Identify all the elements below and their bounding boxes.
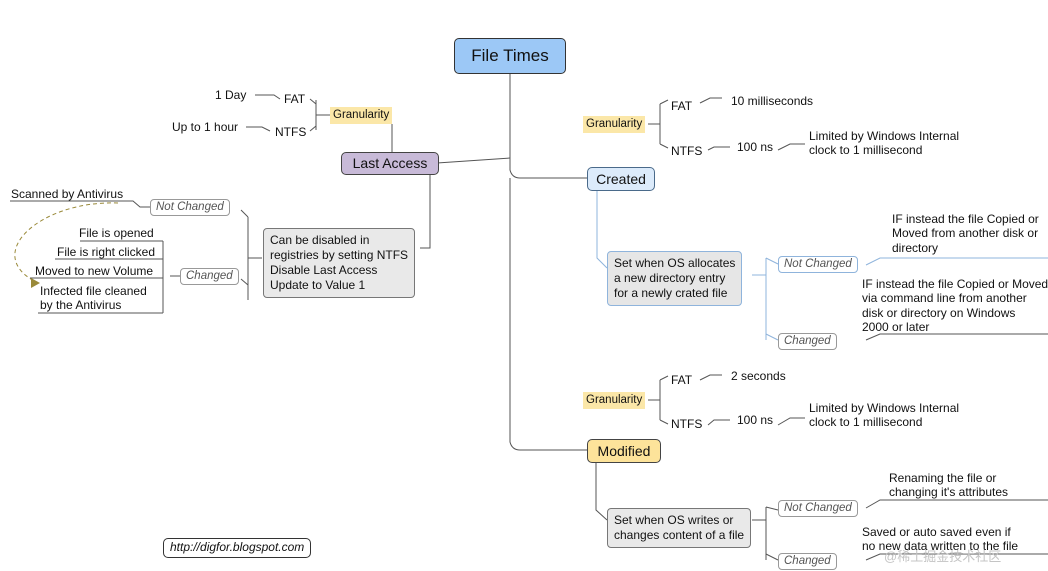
created-not-changed-label: Not Changed	[784, 258, 852, 270]
last-access-not-changed-label: Not Changed	[156, 201, 224, 213]
created-node[interactable]: Created	[587, 167, 655, 191]
created-granularity-label: Granularity	[586, 118, 643, 130]
last-access-not-changed-item: Scanned by Antivirus	[11, 187, 124, 201]
modified-granularity-label: Granularity	[586, 394, 643, 406]
source-url[interactable]: http://digfor.blogspot.com	[163, 538, 312, 558]
modified-changed: Changed	[778, 553, 837, 571]
modified-node[interactable]: Modified	[587, 439, 661, 463]
created-ntfs-value: 100 ns	[737, 140, 774, 154]
modified-ntfs: NTFS	[671, 417, 703, 431]
modified-not-changed-text: Renaming the file or changing it's attri…	[889, 471, 1009, 500]
created-changed-label: Changed	[784, 335, 831, 347]
last-access-changed-label: Changed	[186, 270, 233, 282]
last-access-fat-value: 1 Day	[215, 88, 247, 102]
created-note: Set when OS allocates a new directory en…	[607, 251, 743, 306]
last-access-ntfs-value: Up to 1 hour	[172, 120, 239, 134]
source-url-label: http://digfor.blogspot.com	[170, 540, 305, 554]
modified-ntfs-value: 100 ns	[737, 413, 774, 427]
last-access-granularity: Granularity	[330, 107, 393, 125]
last-access-changed-item-moved: Moved to new Volume	[35, 264, 154, 278]
created-granularity: Granularity	[583, 116, 646, 134]
last-access-note: Can be disabled in registries by setting…	[263, 228, 416, 298]
last-access-changed-item-cleaned: Infected file cleaned by the Antivirus	[40, 284, 147, 313]
created-label: Created	[596, 170, 646, 187]
created-changed-text: IF instead the file Copied or Moved via …	[862, 277, 1048, 335]
created-ntfs: NTFS	[671, 144, 703, 158]
last-access-not-changed: Not Changed	[150, 199, 230, 217]
modified-not-changed-label: Not Changed	[784, 502, 852, 514]
created-fat: FAT	[671, 99, 693, 113]
last-access-node[interactable]: Last Access	[341, 152, 439, 175]
modified-ntfs-detail: Limited by Windows Internal clock to 1 m…	[809, 401, 960, 430]
modified-fat-value: 2 seconds	[731, 369, 786, 383]
last-access-granularity-label: Granularity	[333, 109, 390, 121]
last-access-ntfs: NTFS	[275, 125, 307, 139]
last-access-changed-item-right-clicked: File is right clicked	[57, 245, 156, 259]
modified-fat: FAT	[671, 373, 693, 387]
created-not-changed: Not Changed	[778, 256, 858, 274]
modified-note: Set when OS writes or changes content of…	[607, 508, 752, 548]
modified-changed-text: Saved or auto saved even if no new data …	[862, 525, 1019, 554]
last-access-label: Last Access	[352, 155, 428, 172]
modified-changed-label: Changed	[784, 555, 831, 567]
watermark: @稀土掘金技术社区	[884, 549, 1002, 564]
modified-not-changed: Not Changed	[778, 500, 858, 518]
last-access-changed-item-opened: File is opened	[79, 226, 154, 240]
root-node[interactable]: File Times	[454, 38, 566, 74]
root-label: File Times	[471, 46, 549, 66]
last-access-changed: Changed	[180, 268, 239, 286]
created-ntfs-detail: Limited by Windows Internal clock to 1 m…	[809, 129, 960, 158]
modified-label: Modified	[597, 442, 651, 459]
created-changed: Changed	[778, 333, 837, 351]
created-not-changed-text: IF instead the file Copied or Moved from…	[892, 212, 1039, 255]
modified-granularity: Granularity	[583, 392, 646, 410]
created-fat-value: 10 milliseconds	[731, 94, 814, 108]
last-access-fat: FAT	[284, 92, 306, 106]
